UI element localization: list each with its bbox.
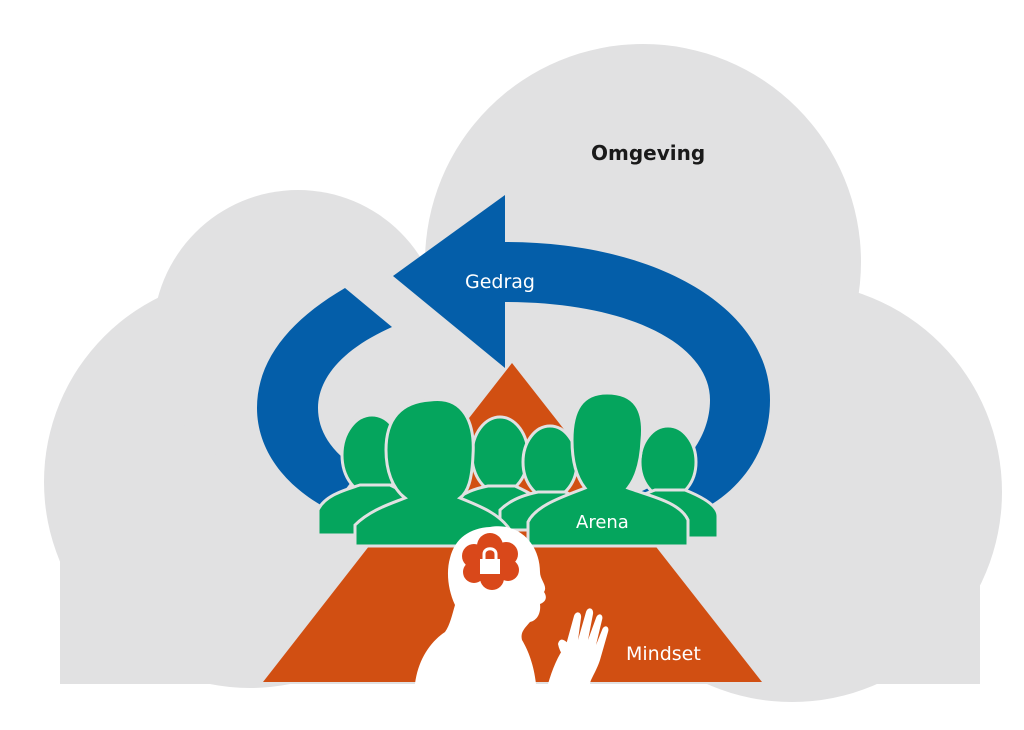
thinking-person-icon <box>415 526 609 684</box>
environment-label: Omgeving <box>591 141 706 165</box>
arena-label: Arena <box>576 512 629 533</box>
mindset-label: Mindset <box>626 643 701 665</box>
lock-icon <box>480 547 500 574</box>
people-group-icon <box>316 391 720 548</box>
circular-arrow-icon <box>257 195 770 515</box>
person-silhouette <box>353 398 512 548</box>
behavior-label: Gedrag <box>465 271 535 293</box>
person-silhouette <box>526 391 690 548</box>
